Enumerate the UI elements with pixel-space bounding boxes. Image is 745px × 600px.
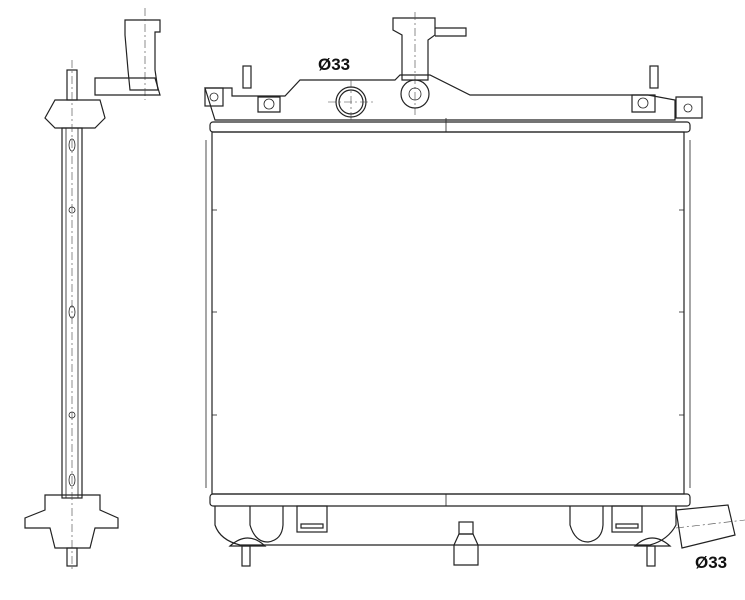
bottom-tank — [209, 493, 745, 567]
top-tank — [204, 12, 703, 133]
radiator-core — [205, 131, 691, 495]
top-inlet-diameter-label: Ø33 — [318, 55, 351, 74]
bottom-outlet-diameter-label: Ø33 — [695, 553, 728, 572]
side-view — [24, 8, 161, 570]
